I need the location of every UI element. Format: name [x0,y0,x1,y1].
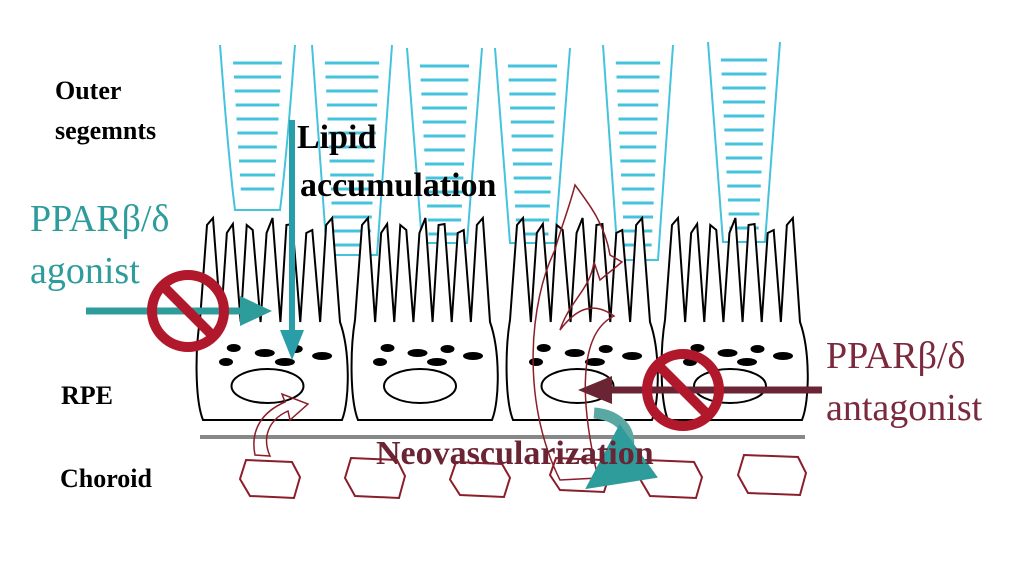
pigment-granule [373,358,387,366]
rpe-cell-outline [195,215,349,421]
pigment-granule [226,344,241,352]
outer-segment [311,44,393,256]
curved-arrow-icon [585,407,659,490]
outer-segment-outline [707,41,781,243]
rpe-cell [195,215,349,421]
pigment-granule [380,344,395,352]
rpe-label: RPE [61,381,113,410]
pigment-granule [219,358,233,366]
choroid-vessel [343,456,407,500]
pigment-granule [598,345,613,353]
pigment-granule [536,344,551,352]
lipid-arrow [280,120,304,360]
pigment-granule [440,345,455,353]
antagonist-label: PPARβ/δ [826,335,965,377]
outer-segment [494,47,571,244]
outer-segment-outline [219,44,296,211]
rpe-cell [660,215,809,421]
neovascularization-label: Neovascularization [376,435,654,472]
prohibit-icon [642,349,724,431]
choroid-vessel [448,460,512,499]
pigment-granule [463,352,483,360]
pigment-granule [564,349,585,357]
pigment-granule [274,358,295,366]
lipid-label: Lipid [297,119,376,156]
agonist-label: PPARβ/δ [30,198,169,240]
pigment-granule [427,358,447,366]
pigment-granule [254,349,275,357]
prohibit-icon [147,270,229,352]
pigment-granule [529,358,543,366]
pigment-granule [690,344,705,352]
lipid-label: accumulation [300,167,497,204]
outer-segments-label: segemnts [55,116,156,145]
antagonist-label: antagonist [826,387,983,429]
agonist-arrow [86,296,272,326]
outer-segment [707,41,781,243]
outer-segments-label: Outer [55,76,121,105]
outer-segment-outline [494,47,571,244]
pigment-granule [407,349,428,357]
pigment-granule [584,358,605,366]
choroid-label: Choroid [60,464,153,493]
pigment-granule [737,358,757,366]
pigment-granule [750,345,765,353]
agonist-label: agonist [30,250,140,292]
outer-segment-outline [311,44,393,256]
outer-segments [219,41,781,261]
pigment-granule [622,352,643,360]
choroid-vessel [736,453,808,497]
pigment-granule [773,352,793,360]
outer-segment-outline [406,47,483,244]
rpe-cell-outline [350,215,499,421]
neovascular-sprouts [253,183,624,481]
outer-segment [219,44,296,211]
pigment-granule [717,349,738,357]
rpe-cells [195,215,809,421]
rpe-cell [350,215,499,421]
choroid-vessel [238,458,302,500]
nucleus [230,368,305,404]
nucleus [693,368,767,404]
outer-segment [406,47,483,244]
nucleus [383,368,457,404]
pigment-granule [312,352,333,360]
